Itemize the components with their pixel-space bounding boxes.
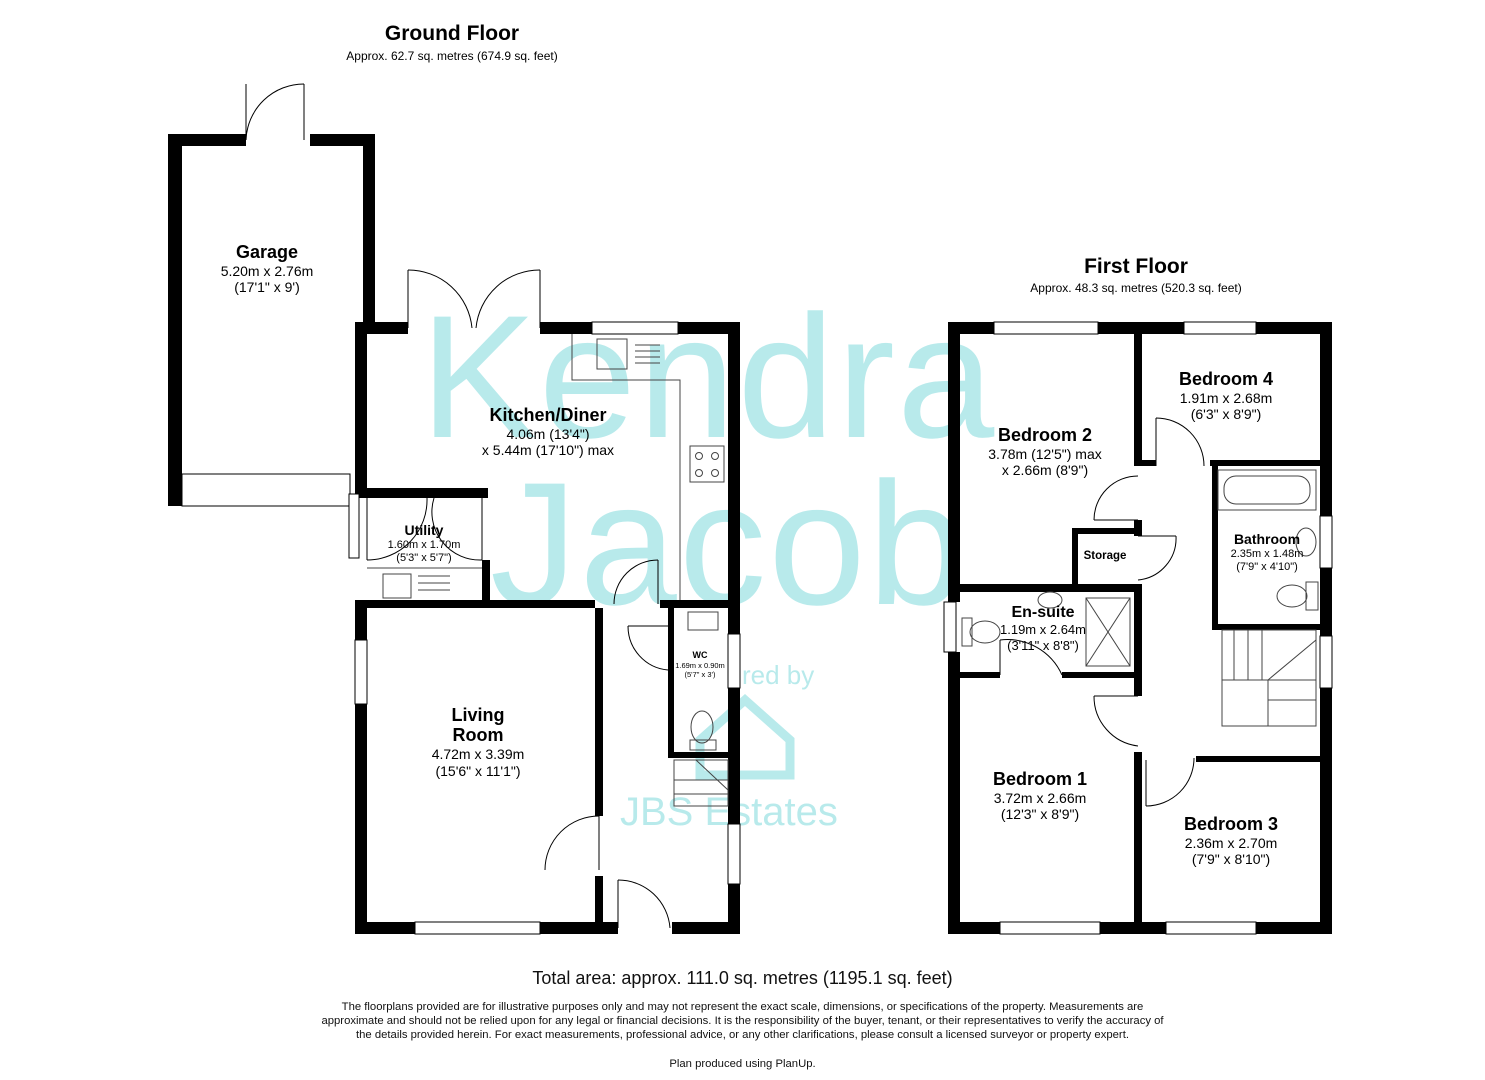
disclaimer-line: the details provided herein. For exact m… — [356, 1029, 1129, 1041]
ensuite-toilet-icon — [969, 620, 1001, 644]
garage-door-icon — [181, 83, 351, 507]
first-floor-title: First Floor — [1084, 255, 1188, 278]
living-name1: Living — [452, 705, 505, 725]
first-walls — [948, 322, 1332, 934]
ground-floor: Ground Floor Approx. 62.7 sq. metres (67… — [168, 22, 741, 935]
living-dim2: (15'6" x 11'1") — [435, 763, 520, 779]
hob-icon — [689, 445, 725, 483]
bedroom3-dim1: 2.36m x 2.70m — [1185, 835, 1278, 851]
kitchen-sink-icon — [596, 338, 628, 370]
first-doors — [999, 417, 1205, 807]
first-fixtures — [961, 469, 1319, 727]
utility-dim1: 1.60m x 1.70m — [388, 539, 461, 551]
bedroom3-dim2: (7'9" x 8'10") — [1192, 851, 1270, 867]
watermark-kendra: Kendra — [420, 280, 996, 475]
total-area: Total area: approx. 111.0 sq. metres (11… — [532, 968, 953, 988]
watermark-powered: red by — [742, 660, 814, 690]
utility-sink-icon — [382, 573, 412, 599]
watermark: Kendra Jacob red by JBS Estates — [420, 280, 996, 834]
storage-name: Storage — [1084, 550, 1127, 562]
ensuite-dim2: (3'11" x 8'8") — [1007, 638, 1079, 653]
garage-dim2: (17'1" x 9') — [234, 279, 300, 295]
bathroom-dim2: (7'9" x 4'10") — [1236, 561, 1298, 573]
bedroom1-dim1: 3.72m x 2.66m — [994, 790, 1087, 806]
bedroom4-dim1: 1.91m x 2.68m — [1180, 390, 1273, 406]
utility-dim2: (5'3" x 5'7") — [396, 552, 451, 564]
wc-toilet-icon — [690, 710, 714, 744]
utility-name: Utility — [405, 522, 444, 538]
bath-icon — [1217, 469, 1317, 511]
kitchen-name: Kitchen/Diner — [489, 405, 606, 425]
ensuite-name: En-suite — [1011, 604, 1074, 621]
stairs-icon — [1221, 629, 1317, 727]
garage-name: Garage — [236, 242, 298, 262]
bedroom3-name: Bedroom 3 — [1184, 814, 1278, 834]
ensuite-basin-icon — [1037, 591, 1063, 609]
first-floor-area: Approx. 48.3 sq. metres (520.3 sq. feet) — [1030, 281, 1241, 295]
producer-credit: Plan produced using PlanUp. — [669, 1058, 816, 1070]
ensuite-dim1: 1.19m x 2.64m — [1000, 622, 1086, 637]
garage-walls — [168, 134, 375, 506]
wc-dim1: 1.69m x 0.90m — [675, 661, 725, 670]
ground-windows — [348, 321, 741, 935]
bedroom2-name: Bedroom 2 — [998, 425, 1092, 445]
disclaimer-line: The floorplans provided are for illustra… — [341, 1001, 1144, 1013]
bedroom1-dim2: (12'3" x 8'9") — [1001, 806, 1079, 822]
garage-dim1: 5.20m x 2.76m — [221, 263, 314, 279]
bedroom4-dim2: (6'3" x 8'9") — [1191, 406, 1262, 422]
bathroom-dim1: 2.35m x 1.48m — [1231, 548, 1304, 560]
wc-name: WC — [693, 650, 708, 660]
first-floor: First Floor Approx. 48.3 sq. metres (520… — [943, 255, 1333, 935]
stairs-icon — [673, 759, 729, 807]
ground-doors — [366, 269, 671, 929]
ground-floor-title: Ground Floor — [385, 22, 519, 45]
bedroom2-dim2: x 2.66m (8'9") — [1002, 462, 1088, 478]
watermark-jacob: Jacob — [490, 447, 967, 642]
living-dim1: 4.72m x 3.39m — [432, 746, 525, 762]
disclaimer-line: approximate and should not be relied upo… — [321, 1015, 1164, 1027]
living-name2: Room — [453, 725, 504, 745]
bathroom-basin-icon — [1295, 527, 1317, 557]
kitchen-dim1: 4.06m (13'4") — [506, 426, 589, 442]
ground-walls — [355, 322, 740, 934]
bathroom-name: Bathroom — [1234, 531, 1300, 547]
bedroom4-name: Bedroom 4 — [1179, 369, 1273, 389]
wc-dim2: (5'7" x 3') — [685, 670, 716, 679]
shower-icon — [1085, 597, 1131, 667]
house-logo-icon — [695, 693, 795, 780]
kitchen-fixtures — [367, 334, 729, 807]
wc-basin-icon — [687, 611, 719, 631]
ground-floor-area: Approx. 62.7 sq. metres (674.9 sq. feet) — [346, 49, 557, 63]
first-windows — [943, 321, 1333, 935]
bedroom2-dim1: 3.78m (12'5") max — [988, 446, 1101, 462]
disclaimer: The floorplans provided are for illustra… — [0, 1000, 1485, 1042]
kitchen-dim2: x 5.44m (17'10") max — [482, 442, 614, 458]
bathroom-toilet-icon — [1276, 584, 1308, 608]
bedroom1-name: Bedroom 1 — [993, 769, 1087, 789]
